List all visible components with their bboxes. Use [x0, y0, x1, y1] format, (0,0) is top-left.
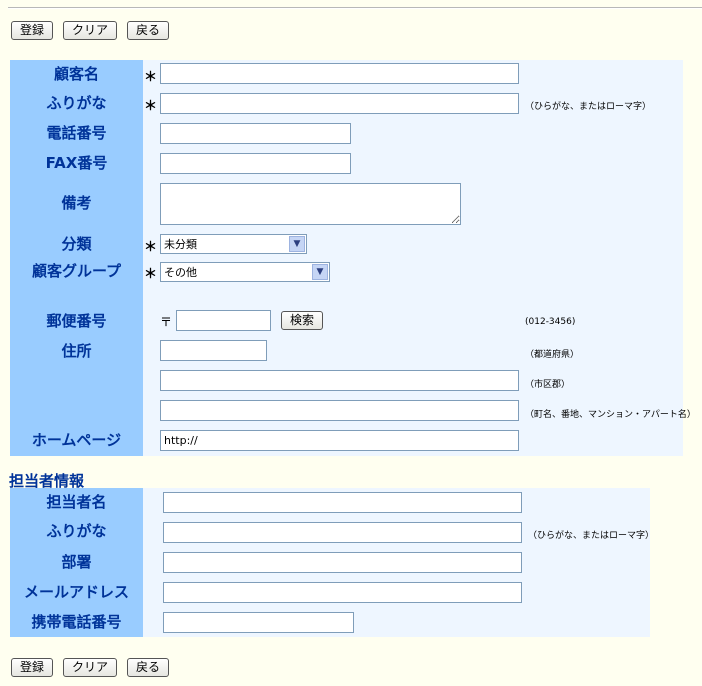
contact-furigana-hint: （ひらがな、またはローマ字）	[528, 531, 655, 541]
register-button[interactable]: 登録	[11, 658, 54, 677]
customer-name-input[interactable]	[160, 63, 519, 84]
mobile-label: 携帯電話番号	[31, 613, 122, 631]
back-button[interactable]: 戻る	[127, 658, 170, 677]
note-textarea[interactable]	[160, 183, 461, 225]
zip-symbol: 〒	[160, 315, 173, 329]
contact-name-input[interactable]	[163, 492, 522, 513]
clear-button[interactable]: クリア	[63, 658, 118, 677]
register-button[interactable]: 登録	[11, 21, 54, 40]
group-select[interactable]: その他 ▼	[160, 262, 330, 282]
homepage-input[interactable]	[160, 430, 519, 451]
back-button[interactable]: 戻る	[127, 21, 170, 40]
email-input[interactable]	[163, 582, 522, 603]
category-label: 分類	[61, 235, 92, 253]
address-label: 住所	[61, 342, 92, 360]
customer-furigana-label: ふりがな	[46, 94, 107, 112]
top-button-bar: 登録 クリア 戻る	[11, 21, 170, 40]
contact-name-label: 担当者名	[46, 493, 107, 511]
department-label: 部署	[61, 553, 92, 571]
contact-furigana-input[interactable]	[163, 522, 522, 543]
bottom-button-bar: 登録 クリア 戻る	[11, 658, 170, 677]
top-divider	[8, 7, 702, 9]
required-mark: ＊	[144, 99, 158, 114]
required-mark: ＊	[144, 267, 158, 282]
phone-input[interactable]	[160, 123, 351, 144]
required-mark: ＊	[144, 70, 158, 85]
prefecture-input[interactable]	[160, 340, 267, 361]
contact-form-panel: 担当者名 ふりがな （ひらがな、またはローマ字） 部署 メールアドレス 携帯電話…	[10, 488, 654, 637]
note-label: 備考	[61, 194, 92, 212]
contact-label-column	[10, 488, 143, 637]
furigana-hint: （ひらがな、またはローマ字）	[525, 102, 652, 112]
contact-section-title: 担当者情報	[9, 472, 85, 490]
street-input[interactable]	[160, 400, 519, 421]
department-input[interactable]	[163, 552, 522, 573]
contact-furigana-label: ふりがな	[46, 522, 107, 540]
phone-label: 電話番号	[46, 124, 107, 142]
fax-input[interactable]	[160, 153, 351, 174]
customer-form-panel: 顧客名 ＊ ふりがな ＊ （ひらがな、またはローマ字） 電話番号 FAX番号 備…	[10, 60, 696, 456]
required-mark: ＊	[144, 240, 158, 255]
chevron-down-icon[interactable]: ▼	[289, 236, 305, 252]
fax-label: FAX番号	[45, 154, 108, 172]
category-select-value: 未分類	[164, 238, 197, 251]
chevron-down-icon[interactable]: ▼	[312, 264, 328, 280]
zip-input[interactable]	[176, 310, 271, 331]
category-select[interactable]: 未分類 ▼	[160, 234, 307, 254]
zip-label: 郵便番号	[46, 312, 107, 330]
group-select-value: その他	[164, 266, 197, 279]
city-input[interactable]	[160, 370, 519, 391]
customer-label-column	[10, 60, 143, 456]
group-label: 顧客グループ	[31, 262, 122, 280]
city-hint: （市区郡）	[525, 380, 571, 390]
mobile-input[interactable]	[163, 612, 354, 633]
zip-hint: (012-3456)	[525, 317, 576, 327]
clear-button[interactable]: クリア	[63, 21, 118, 40]
homepage-label: ホームページ	[31, 431, 122, 449]
prefecture-hint: （都道府県）	[525, 350, 580, 360]
email-label: メールアドレス	[23, 583, 129, 601]
street-hint: （町名、番地、マンション・アパート名）	[525, 410, 696, 420]
customer-name-label: 顧客名	[53, 65, 99, 83]
zip-search-button[interactable]: 検索	[281, 311, 324, 330]
customer-furigana-input[interactable]	[160, 93, 519, 114]
